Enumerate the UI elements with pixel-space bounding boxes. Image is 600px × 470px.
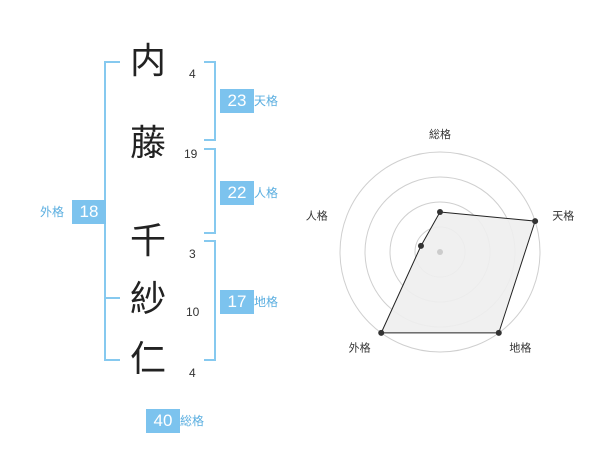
name-char-3: 千 <box>129 221 166 262</box>
name-char-5: 仁 <box>129 339 166 380</box>
stroke-count-2: 19 <box>184 147 198 161</box>
tenkaku-bracket <box>204 61 216 141</box>
jinkaku-value: 22 <box>220 181 254 205</box>
radar-point-3 <box>495 329 502 336</box>
stroke-count-1: 4 <box>189 67 196 81</box>
radar-point-4 <box>378 329 385 336</box>
name-char-2: 藤 <box>129 123 166 164</box>
gaikaku-label: 外格 <box>40 205 65 219</box>
radar-point-1 <box>437 209 443 215</box>
chikaku-bracket <box>204 240 216 361</box>
chikaku-value: 17 <box>220 290 254 314</box>
radar-axis-label-4: 外格 <box>349 340 371 354</box>
chikaku-label: 地格 <box>254 295 279 309</box>
soukaku-value: 40 <box>146 409 180 433</box>
radar-point-2 <box>532 218 539 225</box>
radar-axis-label-2: 天格 <box>552 209 574 223</box>
tenkaku-value: 23 <box>220 89 254 113</box>
radar-ring-4 <box>339 151 541 353</box>
jinkaku-label: 人格 <box>254 186 279 200</box>
soukaku-label: 総格 <box>180 414 205 428</box>
radar-point-5 <box>417 242 424 249</box>
gaikaku-bracket-tick <box>104 297 120 299</box>
stroke-count-5: 4 <box>189 366 196 380</box>
name-char-4: 紗 <box>129 279 166 320</box>
gaikaku-bracket <box>104 61 120 361</box>
radar-axis-label-3: 地格 <box>509 340 531 354</box>
radar-axis-label-5: 人格 <box>306 209 328 223</box>
stroke-count-4: 10 <box>186 305 200 319</box>
radar-axis-label-1: 総格 <box>429 127 451 141</box>
tenkaku-label: 天格 <box>254 94 279 108</box>
radar-area <box>380 211 536 334</box>
gaikaku-value: 18 <box>72 200 106 224</box>
stroke-count-3: 3 <box>189 247 196 261</box>
jinkaku-bracket <box>204 148 216 234</box>
radar-center <box>437 249 443 255</box>
name-char-1: 内 <box>129 41 166 82</box>
